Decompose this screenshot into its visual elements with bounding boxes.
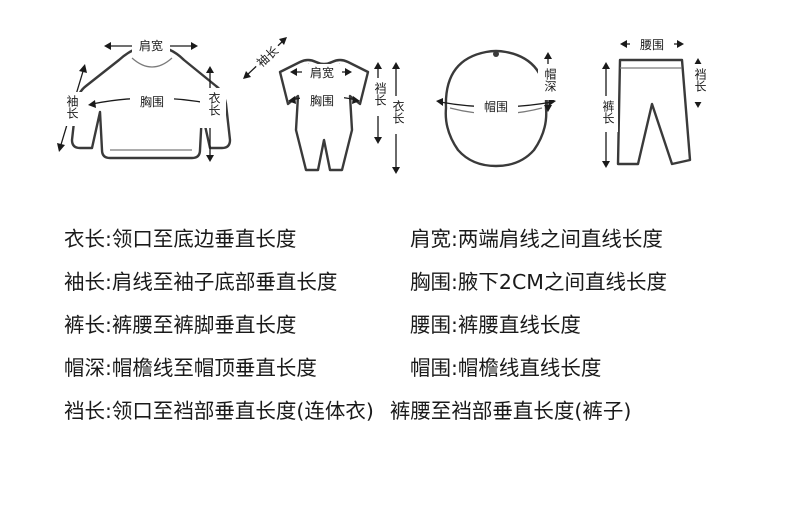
hoodie-figure: 肩宽 袖长 胸围 衣长 [44,0,234,175]
chest-arrow: 胸围 [88,92,216,110]
romper-shoulder-label: 肩宽 [310,65,334,80]
pants-waist-label: 腰围 [640,38,664,52]
shoulder-label: 肩宽 [139,38,163,53]
pants-crotch-arrow: 裆长 [688,58,710,108]
desc: 领口至裆部垂直长度(连体衣) [111,399,374,423]
romper-length-arrow: 衣长 [386,62,408,174]
cap-circumference-label: 帽围 [484,99,508,114]
term: 帽围 [410,356,451,380]
romper-crotch-arrow: 裆长 [368,62,390,144]
romper-length-label: 衣长 [391,99,405,124]
desc-pants: 裤腰至裆部垂直长度(裤子) [389,399,632,423]
pants-figure: 腰围 裤长 裆长 [590,0,730,175]
separator: : [451,270,458,294]
romper-shoulder-arrow: 肩宽 [290,64,352,80]
definition-shoulder: 肩宽:两端肩线之间直线长度 [410,225,663,253]
definition-waist: 腰围:裤腰直线长度 [410,311,581,339]
definition-pants-length: 裤长:裤腰至裤脚垂直长度 [64,311,296,339]
term: 胸围 [410,270,451,294]
length-arrow: 衣长 [200,66,226,162]
term: 裆长 [64,399,105,423]
romper-chest-label: 胸围 [310,93,334,108]
definition-cap-depth: 帽深:帽檐线至帽顶垂直长度 [64,354,317,382]
separator: : [451,227,458,251]
cap-figure: 帽围 帽深 [430,0,570,175]
length-label: 衣长 [207,91,221,116]
desc: 两端肩线之间直线长度 [457,227,663,251]
separator: : [451,356,458,380]
separator: : [105,356,112,380]
pants-length-label: 裤长 [601,100,615,124]
sleeve-label: 袖长 [65,94,79,119]
term: 衣长 [64,227,105,251]
separator: : [451,313,458,337]
desc: 领口至底边垂直长度 [111,227,297,251]
romper-crotch-label: 裆长 [373,82,387,106]
term: 肩宽 [410,227,451,251]
sleeve-arrow: 袖长 [57,64,87,152]
term: 袖长 [64,270,105,294]
romper-figure: 袖长 肩宽 胸围 裆长 [238,0,418,180]
measurement-figures: 肩宽 袖长 胸围 衣长 [0,0,790,200]
separator: : [105,270,112,294]
desc: 帽檐线直线长度 [457,356,602,380]
cap-depth-label: 帽深 [543,67,557,92]
definition-crotch: 裆长:领口至裆部垂直长度(连体衣) 裤腰至裆部垂直长度(裤子) [64,397,631,425]
chest-label: 胸围 [140,94,164,109]
term: 腰围 [410,313,451,337]
separator: : [105,313,112,337]
definition-chest: 胸围:腋下2CM之间直线长度 [410,268,667,296]
pants-crotch-label: 裆长 [693,68,707,92]
desc: 肩线至袖子底部垂直长度 [111,270,338,294]
cap-depth-arrow: 帽深 [538,52,560,112]
separator: : [105,399,112,423]
term: 帽深 [64,356,105,380]
definition-cap-circumference: 帽围:帽檐线直线长度 [410,354,601,382]
definition-sleeve: 袖长:肩线至袖子底部垂直长度 [64,268,337,296]
pants-waist-arrow: 腰围 [620,36,684,52]
cap-circumference-arrow: 帽围 [436,98,556,115]
shoulder-arrow: 肩宽 [104,37,198,54]
desc: 裤腰至裤脚垂直长度 [111,313,297,337]
separator: : [105,227,112,251]
definition-length: 衣长:领口至底边垂直长度 [64,225,296,253]
desc: 帽檐线至帽顶垂直长度 [111,356,317,380]
desc: 腋下2CM之间直线长度 [457,270,667,294]
desc: 裤腰直线长度 [457,313,581,337]
romper-chest-arrow: 胸围 [288,92,360,109]
pants-length-arrow: 裤长 [596,62,618,168]
term: 裤长 [64,313,105,337]
